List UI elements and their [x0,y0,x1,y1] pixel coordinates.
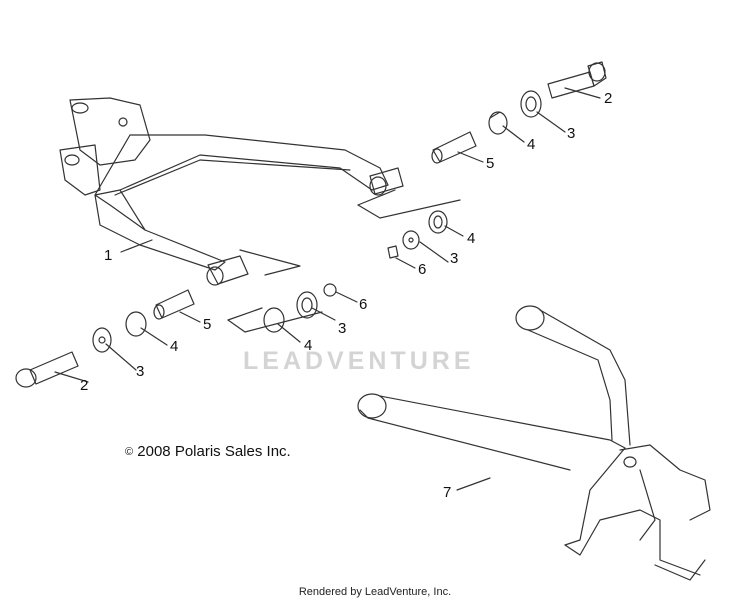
copyright-notice: © 2008 Polaris Sales Inc. [125,443,291,460]
callout-3-top: 3 [567,125,576,142]
callout-4-left: 4 [170,338,179,355]
callout-3-center: 3 [338,320,347,337]
callout-2-bottom: 2 [80,377,89,394]
copyright-icon: © [125,446,134,458]
watermark-text: LEADVENTURE [243,347,475,375]
callout-2-top: 2 [604,90,613,107]
callout-3-middle: 3 [450,250,459,267]
callout-4-top: 4 [527,136,536,153]
upper-a-arm [59,97,404,286]
callout-5-top: 5 [486,155,495,172]
bolt-top [547,61,607,99]
callout-3-left: 3 [136,363,145,380]
callout-5-left: 5 [203,316,212,333]
lower-a-arm [357,305,711,581]
rendered-by-footer: Rendered by LeadVenture, Inc. [298,586,452,598]
callout-7: 7 [443,484,452,501]
callout-6-middle: 6 [418,261,427,278]
callout-4-center: 4 [304,337,313,354]
callout-4-middle: 4 [467,230,476,247]
callout-6-center: 6 [359,296,368,313]
callout-1: 1 [104,247,113,264]
copyright-text: 2008 Polaris Sales Inc. [137,443,291,460]
